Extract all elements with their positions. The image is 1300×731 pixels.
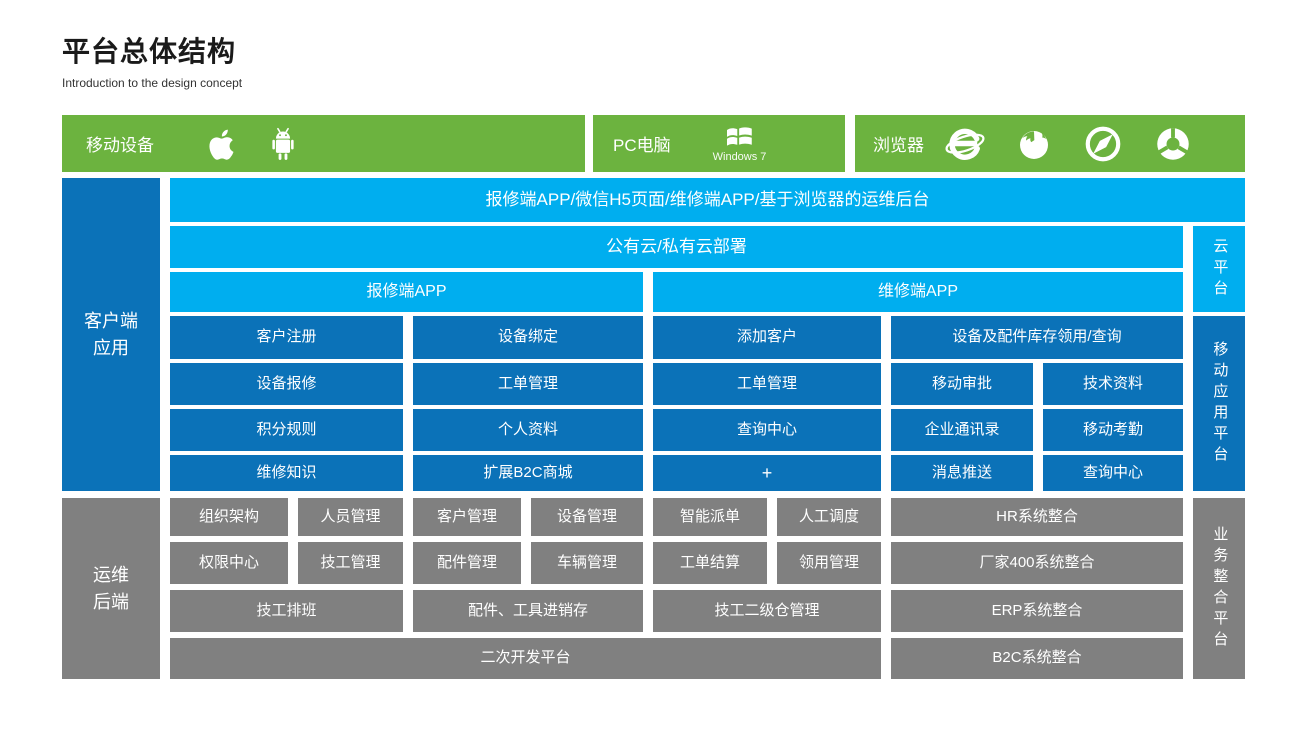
firefox-icon — [1014, 124, 1054, 164]
client-cell: 查询中心 — [653, 409, 881, 451]
backend-cell: 领用管理 — [777, 542, 881, 584]
backend-cell: 二次开发平台 — [170, 638, 881, 679]
backend-cell: 厂家400系统整合 — [891, 542, 1183, 584]
backend-cell: 设备管理 — [531, 498, 643, 536]
browser-label: 浏览器 — [873, 136, 924, 155]
backend-cell: ERP系统整合 — [891, 590, 1183, 632]
client-cell: 企业通讯录 — [891, 409, 1033, 451]
windows7-icon — [725, 124, 755, 150]
header: 平台总体结构 Introduction to the design concep… — [62, 30, 242, 90]
client-app-section: 客户端 应用 报修端APP/微信H5页面/维修端APP/基于浏览器的运维后台 公… — [62, 178, 1245, 491]
side-label-integration-platform: 业务整合平台 — [1193, 498, 1245, 679]
client-cell: 消息推送 — [891, 455, 1033, 491]
client-cell: 积分规则 — [170, 409, 403, 451]
backend-cell: 车辆管理 — [531, 542, 643, 584]
segment-mobile-devices: 移动设备 — [62, 115, 585, 172]
page-title: 平台总体结构 — [62, 36, 237, 67]
side-label-client-apps: 客户端 应用 — [62, 178, 160, 491]
cell-cloud-deploy: 公有云/私有云部署 — [170, 226, 1183, 268]
android-icon — [266, 124, 300, 164]
client-cell-plus: + — [653, 455, 881, 491]
client-cell: 移动考勤 — [1043, 409, 1183, 451]
backend-section: 运维 后端 组织架构 人员管理 客户管理 设备管理 智能派单 人工调度 HR系统… — [62, 498, 1245, 679]
page-subtitle: Introduction to the design concept — [62, 76, 243, 90]
mobile-devices-label: 移动设备 — [86, 136, 154, 155]
backend-cell: 技工管理 — [298, 542, 403, 584]
side-label-cloud-platform: 云平台 — [1193, 226, 1245, 312]
windows-block: Windows 7 — [712, 124, 767, 163]
backend-cell: 工单结算 — [653, 542, 767, 584]
backend-cell: 人员管理 — [298, 498, 403, 536]
client-cell: 查询中心 — [1043, 455, 1183, 491]
backend-cell: 智能派单 — [653, 498, 767, 536]
backend-cell: 组织架构 — [170, 498, 288, 536]
cell-service-app: 维修端APP — [653, 272, 1183, 312]
backend-cell: 配件管理 — [413, 542, 521, 584]
safari-icon — [1082, 123, 1124, 165]
backend-cell: 客户管理 — [413, 498, 521, 536]
backend-cell: B2C系统整合 — [891, 638, 1183, 679]
client-cell: 移动审批 — [891, 363, 1033, 405]
client-cell: 设备绑定 — [413, 316, 643, 359]
client-cell: 工单管理 — [653, 363, 881, 405]
apple-icon — [204, 124, 240, 164]
client-cell: 个人资料 — [413, 409, 643, 451]
cell-repair-app: 报修端APP — [170, 272, 643, 312]
client-cell: 工单管理 — [413, 363, 643, 405]
device-bar: 移动设备 — [62, 115, 1245, 172]
browser-icons — [944, 123, 1194, 165]
segment-pc: PC电脑 Windows 7 — [593, 115, 845, 172]
banner-apps-overview: 报修端APP/微信H5页面/维修端APP/基于浏览器的运维后台 — [170, 178, 1245, 222]
client-cell: 客户注册 — [170, 316, 403, 359]
backend-cell: 技工二级仓管理 — [653, 590, 881, 632]
chrome-icon — [1152, 123, 1194, 165]
client-cell: 添加客户 — [653, 316, 881, 359]
backend-cell: HR系统整合 — [891, 498, 1183, 536]
segment-browsers: 浏览器 — [855, 115, 1245, 172]
client-cell: 维修知识 — [170, 455, 403, 491]
client-cell: 设备及配件库存领用/查询 — [891, 316, 1183, 359]
side-label-ops-backend: 运维 后端 — [62, 498, 160, 679]
backend-cell: 人工调度 — [777, 498, 881, 536]
client-cell: 技术资料 — [1043, 363, 1183, 405]
backend-cell: 权限中心 — [170, 542, 288, 584]
client-cell: 扩展B2C商城 — [413, 455, 643, 491]
backend-cell: 技工排班 — [170, 590, 403, 632]
windows-version-label: Windows 7 — [712, 151, 767, 163]
side-label-mobile-platform: 移动应用平台 — [1193, 316, 1245, 491]
ie-icon — [944, 123, 986, 165]
client-cell: 设备报修 — [170, 363, 403, 405]
pc-label: PC电脑 — [613, 136, 671, 155]
backend-cell: 配件、工具进销存 — [413, 590, 643, 632]
